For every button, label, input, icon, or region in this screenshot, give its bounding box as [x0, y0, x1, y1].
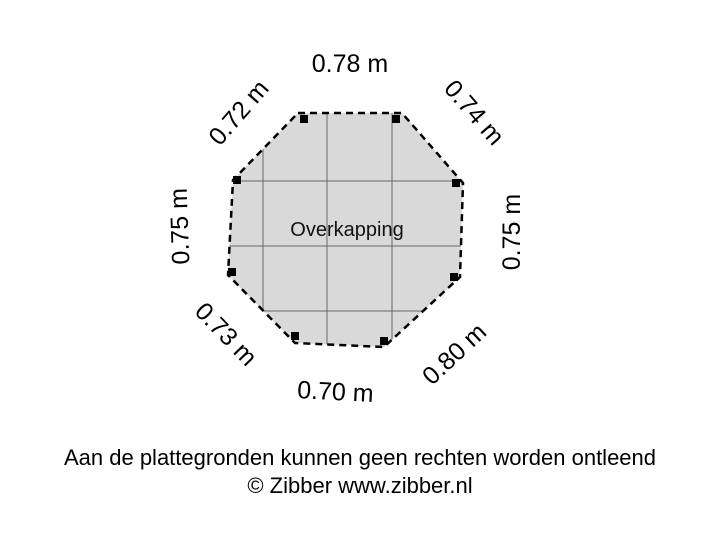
dimension-top-left: 0.72 m — [203, 75, 274, 151]
dimension-bottom-left: 0.73 m — [189, 297, 262, 371]
room-shape — [228, 113, 463, 347]
room-outline — [226, 111, 465, 349]
dimension-right: 0.75 m — [498, 194, 526, 270]
dimension-top: 0.78 m — [312, 50, 388, 78]
room-label: Overkapping — [290, 219, 403, 241]
dimension-bottom: 0.70 m — [297, 376, 375, 408]
post-markers — [228, 115, 460, 345]
dimension-top-right: 0.74 m — [438, 75, 509, 151]
copyright-text: © Zibber www.zibber.nl — [247, 473, 473, 498]
dimension-bottom-right: 0.80 m — [417, 318, 492, 391]
disclaimer-text: Aan de plattegronden kunnen geen rechten… — [63, 445, 657, 470]
dimension-left: 0.75 m — [165, 188, 196, 265]
